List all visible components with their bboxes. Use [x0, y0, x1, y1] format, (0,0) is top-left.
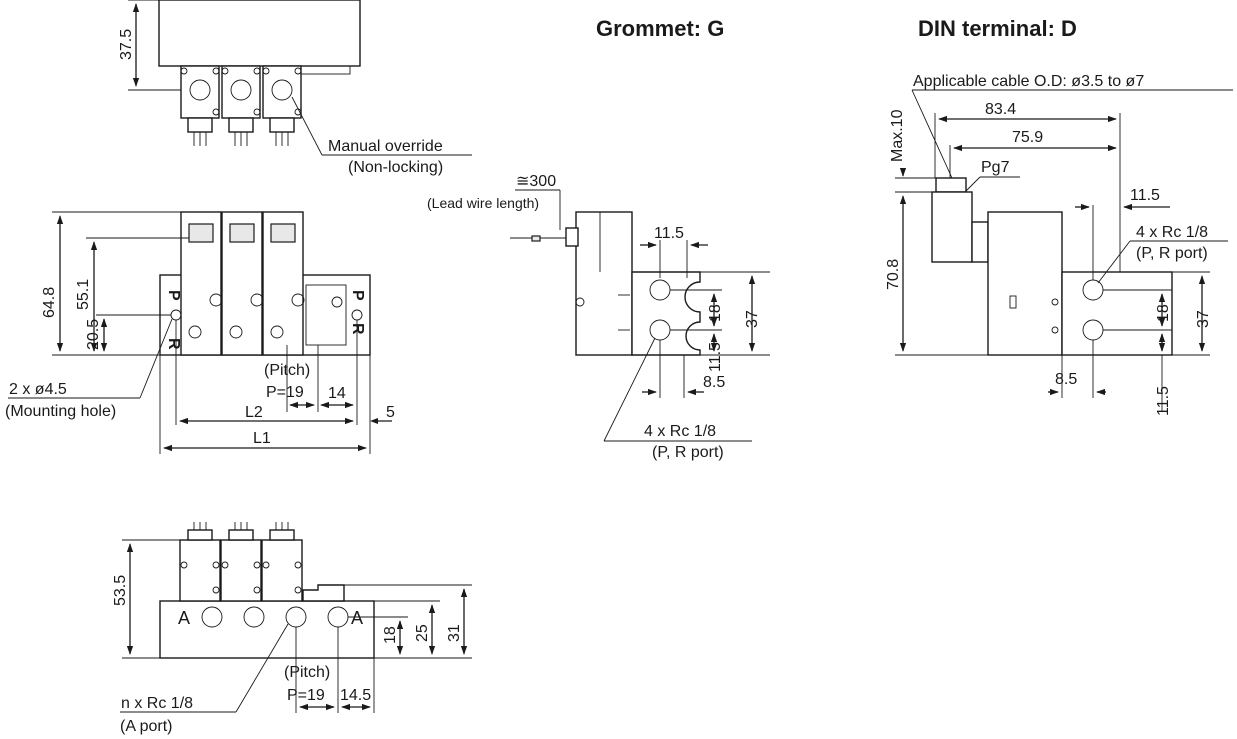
- solenoid-coil: [220, 522, 262, 602]
- cable-od-label: Applicable cable O.D: ø3.5 to ø7: [913, 73, 1144, 90]
- solenoid-coil: [262, 65, 302, 146]
- heading-din-terminal: DIN terminal: D: [918, 16, 1077, 41]
- bottom-view: A A 53.5 18 25 31 (Pitch) P=19 14.5 n x …: [112, 522, 472, 735]
- l1-label: L1: [253, 430, 271, 447]
- non-locking-label: (Non-locking): [348, 159, 443, 176]
- solenoid-coil: [180, 65, 220, 146]
- max10-dimension: Max.10: [889, 109, 906, 162]
- port-pitch-dimension: 18: [1155, 304, 1172, 322]
- ports-label: 4 x Rc 1/8: [644, 423, 716, 440]
- solenoid-coil: [179, 522, 221, 602]
- mounting-hole-label: 2 x ø4.5: [9, 381, 67, 398]
- bottom-offset-dimension: 11.5: [1155, 386, 1172, 416]
- a-port-circle: [243, 606, 265, 628]
- pitch-label: (Pitch): [284, 664, 330, 681]
- height-55-1-dimension: 55.1: [75, 279, 92, 310]
- side-5-dimension: 5: [386, 404, 395, 421]
- port-r-label: R: [165, 338, 182, 350]
- width-75-9-dimension: 75.9: [1012, 129, 1043, 146]
- height-37-dimension: 37: [744, 310, 761, 328]
- solenoid-coil: [221, 65, 261, 146]
- din-terminal-side-view: Applicable cable O.D: ø3.5 to ø7 Max.10 …: [885, 73, 1233, 416]
- mounting-hole-note: (Mounting hole): [5, 403, 116, 420]
- a-ports-note: (A port): [120, 718, 172, 735]
- port-a-label: A: [351, 608, 363, 628]
- port-a-label: A: [178, 608, 190, 628]
- top-view: 37.5 Manual override (Non-locking): [118, 0, 472, 176]
- lead-wire-length: ≅300: [516, 173, 556, 190]
- solenoid-coil: [261, 522, 303, 602]
- side-offset-dimension: 8.5: [703, 374, 725, 391]
- ports-label: 4 x Rc 1/8: [1136, 224, 1208, 241]
- port-p-label: P: [349, 290, 366, 301]
- height-53-5-dimension: 53.5: [112, 575, 129, 606]
- top-height-dimension: 37.5: [118, 29, 135, 60]
- ports-note: (P, R port): [1136, 245, 1208, 262]
- pitch-label: (Pitch): [264, 362, 310, 379]
- height-37-dimension: 37: [1195, 310, 1212, 328]
- a-ports-label: n x Rc 1/8: [121, 695, 193, 712]
- side-offset-dimension: 8.5: [1055, 371, 1077, 388]
- l2-label: L2: [245, 404, 263, 421]
- height-20-5-dimension: 20.5: [85, 319, 102, 350]
- manual-override-label: Manual override: [328, 138, 443, 155]
- end-dimension: 14.5: [340, 687, 371, 704]
- pitch-dimension: P=19: [266, 384, 304, 401]
- end-dimension: 14: [328, 385, 346, 402]
- height-25-dimension: 25: [414, 624, 431, 642]
- top-offset-dimension: 11.5: [1130, 187, 1160, 204]
- height-31-dimension: 31: [446, 624, 463, 642]
- ports-note: (P, R port): [652, 444, 724, 461]
- front-view: P R P R 64.8 55.1 20.5 2 x ø4.5 (Mountin…: [5, 211, 395, 454]
- height-64-8-dimension: 64.8: [41, 287, 58, 318]
- bottom-offset-dimension: 11.5: [707, 342, 724, 372]
- port-p-label: P: [165, 290, 182, 301]
- pitch-dimension: P=19: [287, 687, 325, 704]
- grommet-side-view: ≅300 (Lead wire length) 11.5 18 37 11.5 …: [427, 173, 770, 461]
- heading-grommet: Grommet: G: [596, 16, 724, 41]
- port-r-label: R: [349, 323, 366, 335]
- pg7-label: Pg7: [981, 159, 1010, 176]
- a-port-circle: [201, 606, 223, 628]
- port-pitch-dimension: 18: [707, 304, 724, 322]
- lead-wire-note: (Lead wire length): [427, 195, 539, 211]
- height-18-dimension: 18: [382, 626, 399, 644]
- height-70-8-dimension: 70.8: [885, 259, 902, 290]
- width-83-4-dimension: 83.4: [985, 101, 1016, 118]
- top-offset-dimension: 11.5: [654, 225, 684, 242]
